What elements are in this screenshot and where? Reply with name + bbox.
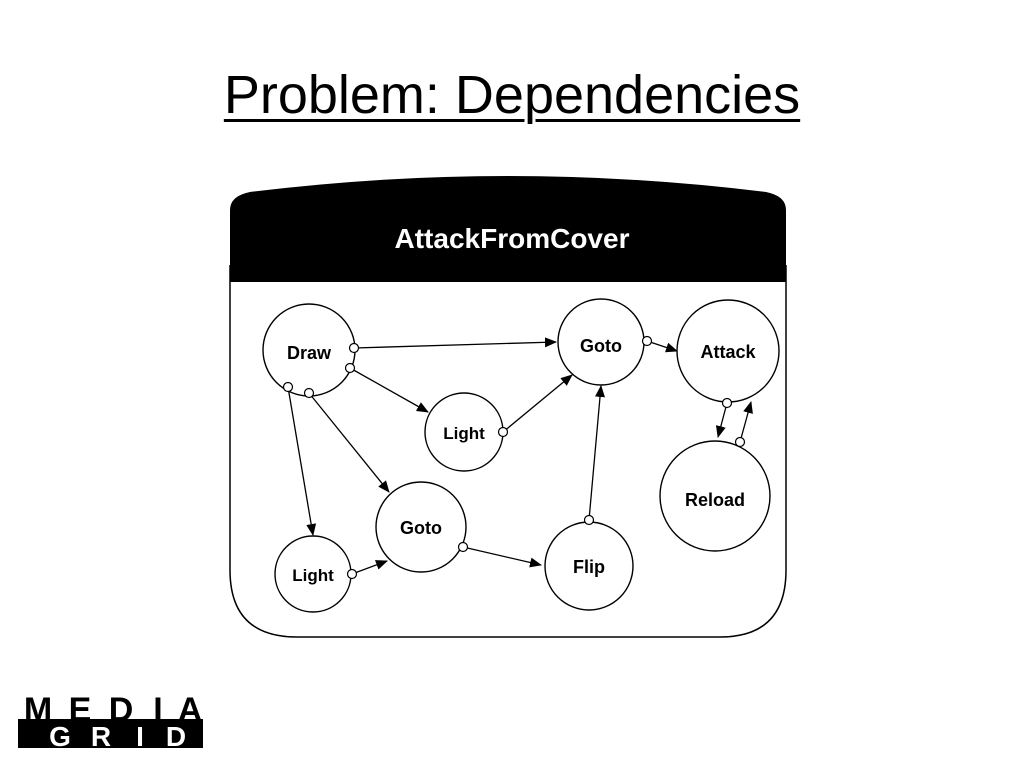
edge-draw-to-goto-top	[353, 337, 557, 349]
node-label-attack: Attack	[700, 342, 756, 362]
media-grid-logo: M E D I A G R I D	[18, 691, 203, 752]
node-attack: Attack	[676, 299, 780, 403]
node-label-goto-mid: Goto	[400, 518, 442, 538]
edge-reload-to-attack	[739, 401, 753, 443]
logo-letter-g: G	[49, 721, 71, 752]
logo-letter-d2: D	[166, 721, 186, 752]
node-goto-top: Goto	[557, 298, 645, 386]
container-body	[229, 265, 787, 638]
port-draw-to-goto-top	[348, 342, 360, 354]
edge-goto-top-to-attack	[646, 340, 678, 353]
node-label-reload: Reload	[685, 490, 745, 510]
port-reload-to-attack	[734, 436, 746, 448]
node-circle-goto-mid	[375, 481, 467, 573]
edge-draw-to-light-bottom	[287, 386, 317, 536]
container-header	[230, 176, 786, 282]
logo-letter-e: E	[69, 691, 92, 729]
port-light-mid-to-goto-top	[497, 426, 509, 438]
node-label-light-mid: Light	[443, 424, 485, 443]
ports-layer	[282, 335, 746, 580]
node-label-flip: Flip	[573, 557, 605, 577]
logo-top-row: M E D I A	[24, 691, 202, 729]
logo-letter-d: D	[109, 691, 134, 729]
logo-letter-m: M	[24, 691, 52, 729]
port-draw-to-goto-mid	[303, 387, 315, 399]
logo-letter-i: I	[153, 691, 162, 729]
node-draw: Draw	[262, 303, 356, 397]
logo-letter-a: A	[178, 691, 203, 729]
edge-attack-to-reload	[715, 402, 728, 438]
node-flip: Flip	[544, 521, 634, 611]
logo-bar	[18, 719, 203, 748]
edge-flip-to-goto-top	[588, 385, 605, 521]
logo-letter-i2: I	[136, 721, 144, 752]
node-goto-mid: Goto	[375, 481, 467, 573]
node-circle-reload	[659, 440, 771, 552]
port-goto-top-to-attack	[641, 335, 653, 347]
node-label-draw: Draw	[287, 343, 332, 363]
logo-letter-r: R	[91, 721, 111, 752]
edge-goto-mid-to-flip	[462, 546, 542, 568]
node-light-mid: Light	[424, 392, 504, 472]
node-label-light-bottom: Light	[292, 566, 334, 585]
node-light-bottom: Light	[274, 535, 352, 613]
port-attack-to-reload	[721, 397, 733, 409]
edge-light-mid-to-goto-top	[502, 374, 573, 433]
edge-draw-to-goto-mid	[308, 392, 390, 493]
port-draw-to-light-bottom	[282, 381, 294, 393]
edges-layer	[287, 337, 753, 575]
node-reload: Reload	[659, 440, 771, 552]
edge-light-bottom-to-goto-mid	[351, 560, 388, 575]
port-light-bottom-to-goto-mid	[346, 568, 358, 580]
node-label-goto-top: Goto	[580, 336, 622, 356]
logo-bottom-row: G R I D	[49, 721, 186, 752]
port-goto-mid-to-flip	[457, 541, 469, 553]
container-label: AttackFromCover	[395, 223, 630, 254]
slide-title: Problem: Dependencies	[223, 65, 801, 125]
edge-draw-to-light-mid	[349, 367, 429, 413]
port-draw-to-light-mid	[344, 362, 356, 374]
port-flip-to-goto-top	[583, 514, 595, 526]
